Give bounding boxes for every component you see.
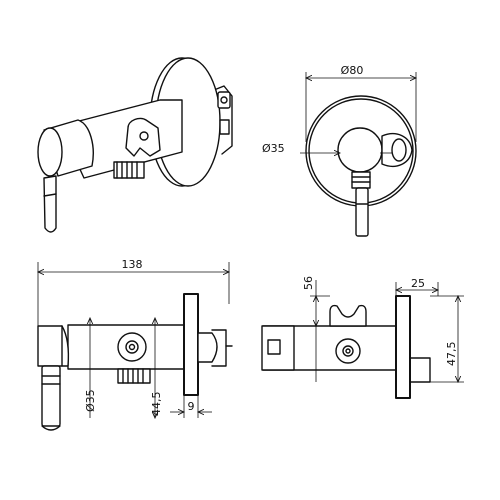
rear-view: 56 25 47,5 [261,276,464,399]
dim-25-label: 25 [411,277,425,290]
perspective-view [37,57,233,233]
dim-47-5-label: 47,5 [445,342,458,367]
dim-138-label: 138 [122,258,143,271]
dim-d80-label: Ø80 [341,64,364,77]
dim-9-label: 9 [188,400,195,413]
front-view: Ø80 Ø35 [262,64,416,237]
side-view: 138 Ø35 44,5 [38,258,233,431]
dim-56-label: 56 [302,276,315,290]
dim-44-5-label: 44,5 [150,392,163,417]
dim-d35-top-label: Ø35 [262,142,285,155]
dim-d35-side-label: Ø35 [84,389,97,412]
